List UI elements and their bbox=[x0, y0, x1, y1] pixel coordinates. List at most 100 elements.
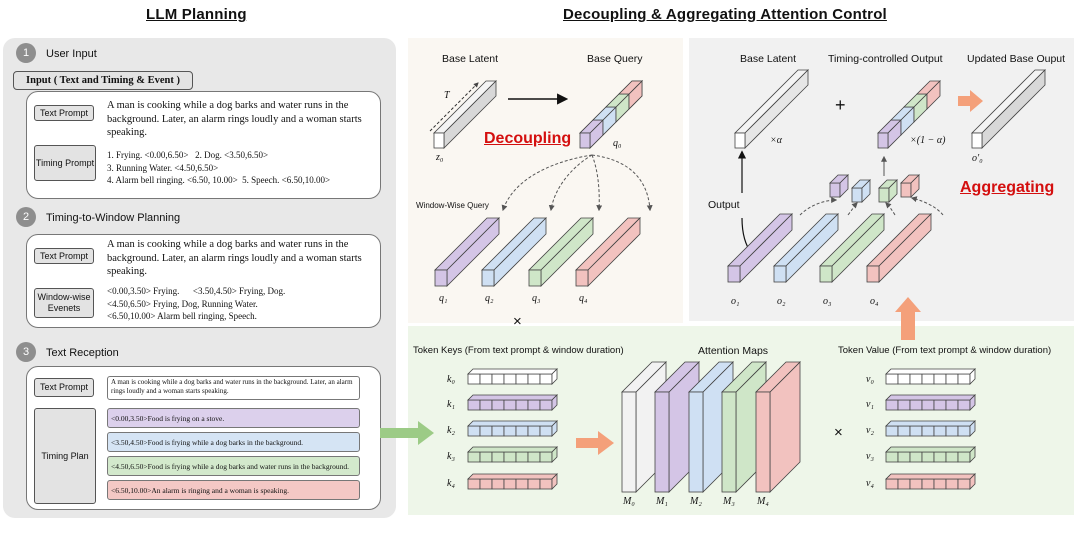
key-row-3-cell bbox=[491, 451, 505, 463]
key-row-4-cell bbox=[467, 478, 481, 490]
q2-label: q₂ bbox=[485, 293, 494, 304]
q-bar-1-front bbox=[434, 269, 448, 287]
aggregate-result-arrow bbox=[958, 90, 983, 112]
key-row-0-cell bbox=[515, 373, 529, 385]
q3-label: q₃ bbox=[532, 293, 541, 304]
key-row-0-cell bbox=[527, 373, 541, 385]
value-row-4-side bbox=[969, 473, 976, 490]
k1-label: k₁ bbox=[447, 399, 455, 410]
aggregating-label: Aggregating bbox=[960, 179, 1055, 196]
value-row-4-cell bbox=[921, 478, 935, 490]
updated-output-label: Updated Base Ouput bbox=[967, 53, 1066, 65]
timing-output-bar bbox=[877, 80, 941, 149]
key-row-0-cell bbox=[539, 373, 553, 385]
base-latent-agg-bar bbox=[734, 69, 809, 149]
llm-planning-title: LLM Planning bbox=[146, 6, 247, 23]
key-row-4-cell bbox=[503, 478, 517, 490]
value-row-0-cell bbox=[957, 373, 971, 385]
k2-label: k₂ bbox=[447, 425, 455, 436]
timing-prompt-tag: Timing Prompt bbox=[34, 145, 96, 181]
value-row-4-top bbox=[885, 473, 976, 480]
text-prompt-tag-1: Text Prompt bbox=[34, 105, 94, 121]
timing-output-label: Timing-controlled Output bbox=[828, 53, 943, 65]
value-row-2-cell bbox=[957, 425, 971, 437]
k4-label: k₄ bbox=[447, 478, 455, 489]
key-row-3-cell bbox=[467, 451, 481, 463]
base-latent-label: Base Latent bbox=[442, 53, 499, 65]
window-query-label: Window-Wise Query bbox=[416, 201, 489, 210]
agg-base-latent-label: Base Latent bbox=[740, 53, 797, 65]
value-row-3-cell bbox=[921, 451, 935, 463]
input-header: Input ( Text and Timing & Event ) bbox=[13, 71, 193, 90]
key-row-1-cell bbox=[503, 399, 517, 411]
key-row-2-cell bbox=[515, 425, 529, 437]
key-row-0-cell bbox=[467, 373, 481, 385]
key-row-4-cell bbox=[527, 478, 541, 490]
plus-symbol: + bbox=[835, 95, 846, 115]
event-line: <4.50,6.50> Frying, Dog, Running Water. bbox=[107, 298, 258, 309]
key-row-2-side bbox=[551, 420, 558, 437]
key-row-2-cell bbox=[539, 425, 553, 437]
key-row-3-side bbox=[551, 446, 558, 463]
updated-output-bar bbox=[971, 69, 1046, 149]
base-latent-bar bbox=[433, 80, 497, 149]
q-bar-2-front bbox=[481, 269, 495, 287]
value-row-4-cell bbox=[909, 478, 923, 490]
key-row-2-cell bbox=[503, 425, 517, 437]
v2-label: v₂ bbox=[866, 425, 874, 436]
key-row-3-top bbox=[467, 446, 558, 453]
key-row-2-top bbox=[467, 420, 558, 427]
value-row-3-cell bbox=[909, 451, 923, 463]
step-1-badge: 1 bbox=[16, 43, 36, 63]
text-reception-arrow bbox=[380, 421, 434, 445]
k0-label: k₀ bbox=[447, 374, 455, 385]
window-events-lines: <0.00,3.50> Frying. <3.50,4.50> Frying, … bbox=[107, 285, 382, 323]
text-prompt-1: A man is cooking while a dog barks and w… bbox=[107, 100, 362, 138]
value-row-3-cell bbox=[885, 451, 899, 463]
text-prompt-tag-3: Text Prompt bbox=[34, 378, 94, 397]
key-row-2-cell bbox=[479, 425, 493, 437]
plan-window-4: <6.50,10.00>An alarm is ringing and a wo… bbox=[107, 480, 360, 500]
event-line: <6.50,10.00> Alarm bell ringing, Speech. bbox=[107, 311, 257, 321]
text-prompt-tag-2: Text Prompt bbox=[34, 248, 94, 264]
value-row-2-cell bbox=[945, 425, 959, 437]
value-row-0-cell bbox=[885, 373, 899, 385]
key-row-4-side bbox=[551, 473, 558, 490]
key-row-1-cell bbox=[539, 399, 553, 411]
times-symbol-top: × bbox=[513, 313, 522, 330]
step-3-badge: 3 bbox=[16, 342, 36, 362]
alpha-label: ×α bbox=[770, 135, 782, 146]
m2-label: M₂ bbox=[690, 496, 702, 507]
value-row-3-cell bbox=[957, 451, 971, 463]
window-output-bars bbox=[727, 213, 932, 283]
value-row-1-cell bbox=[885, 399, 899, 411]
value-row-4-cell bbox=[933, 478, 947, 490]
key-row-0-side bbox=[551, 368, 558, 385]
o-bar-2-front bbox=[773, 265, 787, 283]
text-prompt-2: A man is cooking while a dog barks and w… bbox=[107, 239, 362, 277]
key-row-4-top bbox=[467, 473, 558, 480]
attention-map-0-front bbox=[621, 391, 637, 493]
value-row-1-cell bbox=[945, 399, 959, 411]
value-row-2-cell bbox=[921, 425, 935, 437]
o4-label: o₄ bbox=[870, 296, 879, 307]
key-row-1-cell bbox=[479, 399, 493, 411]
window-query-bars bbox=[434, 217, 641, 287]
o3-label: o₃ bbox=[823, 296, 832, 307]
o2-label: o₂ bbox=[777, 296, 786, 307]
value-row-3-cell bbox=[933, 451, 947, 463]
value-row-0-cell bbox=[921, 373, 935, 385]
key-row-0-cell bbox=[479, 373, 493, 385]
value-row-1-side bbox=[969, 394, 976, 411]
key-row-4-cell bbox=[539, 478, 553, 490]
value-row-0-side bbox=[969, 368, 976, 385]
key-row-1-cell bbox=[467, 399, 481, 411]
value-row-2-cell bbox=[909, 425, 923, 437]
decoupling-aggregating-title: Decoupling & Aggregating Attention Contr… bbox=[563, 6, 887, 23]
key-row-3-cell bbox=[539, 451, 553, 463]
step-1-title: User Input bbox=[46, 48, 97, 60]
token-key-rows bbox=[467, 368, 558, 490]
timing-line: 1. Frying. <0.00,6.50> 2. Dog. <3.50,6.5… bbox=[107, 150, 269, 160]
window-events-tag: Window-wise Evenets bbox=[34, 288, 94, 318]
key-row-4-cell bbox=[515, 478, 529, 490]
